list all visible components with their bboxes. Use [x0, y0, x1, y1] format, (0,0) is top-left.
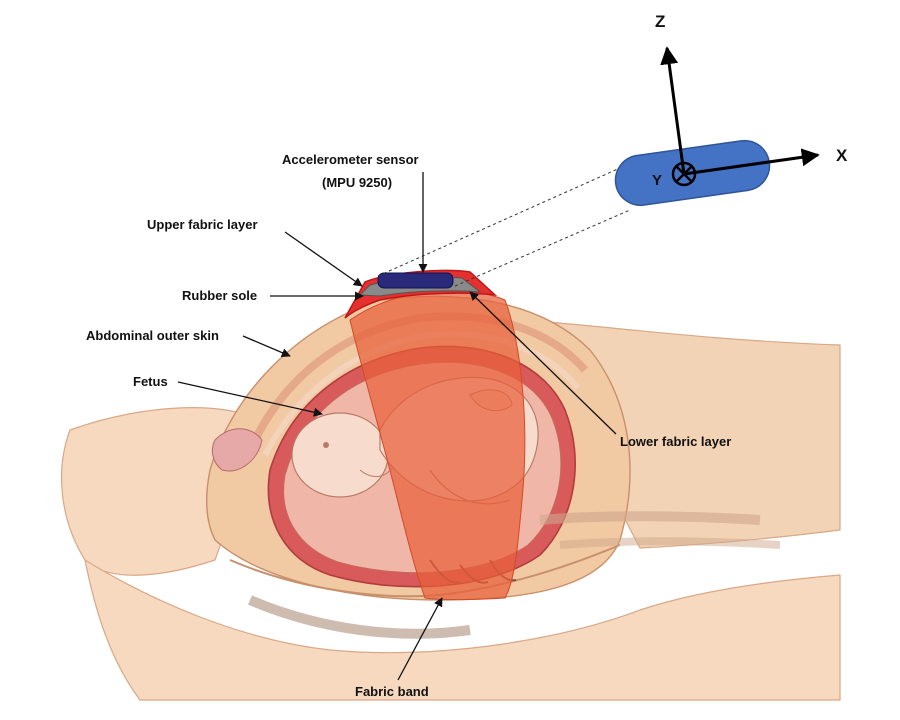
sensor-label-line2: (MPU 9250) [322, 175, 393, 190]
y-axis-label: Y [652, 172, 663, 189]
upper-fabric-label: Upper fabric layer [147, 217, 258, 232]
leader-lines [177, 172, 617, 681]
rubber-sole-label: Rubber sole [182, 288, 258, 303]
accelerometer-chip [377, 272, 454, 289]
z-axis-label: Z [655, 12, 666, 31]
y-axis-into-page-icon [671, 161, 697, 187]
fabric-band [349, 290, 526, 600]
fabric-band-label: Fabric band [355, 684, 429, 699]
lower-fabric-label: Lower fabric layer [620, 434, 732, 449]
x-axis-label: X [836, 146, 848, 165]
fetus-label: Fetus [133, 374, 168, 389]
sensor-assembly [344, 269, 498, 319]
abdominal-skin-label: Abdominal outer skin [86, 328, 219, 343]
sensor-label-line1: Accelerometer sensor [282, 152, 419, 167]
coordinate-axes [660, 46, 820, 187]
